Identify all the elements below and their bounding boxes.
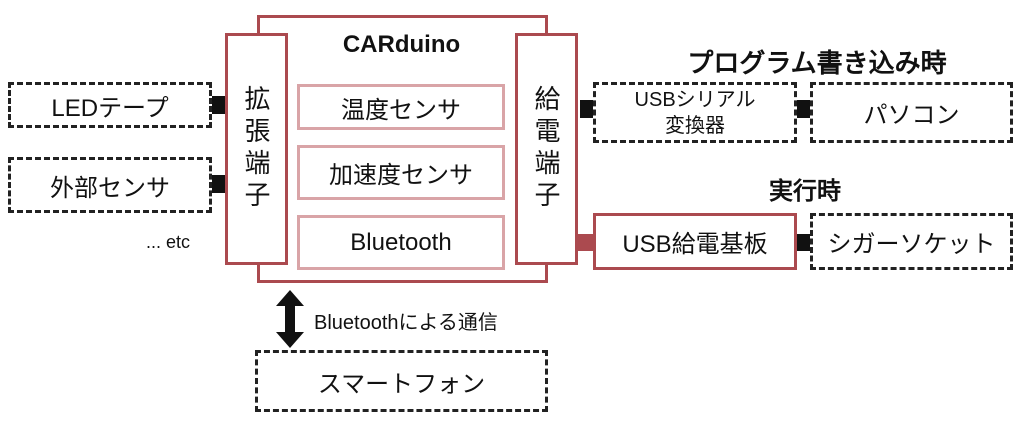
usb-serial-converter-line2: 変換器 [665,114,725,137]
smartphone-label: スマートフォン [317,370,486,398]
external-sensor-connector [212,175,225,193]
module-label: 加速度センサ [329,162,473,189]
cigar-socket-box: シガーソケット [810,213,1013,270]
expansion-terminal: 拡張端子 [225,33,288,265]
external-sensor-box: 外部センサ [8,157,212,213]
runtime-heading: 実行時 [769,178,841,205]
converter-pc-connector [797,100,810,118]
converter-left-connector [580,100,593,118]
pc-box: パソコン [810,82,1013,143]
power-board-left-connector [578,234,593,251]
etc-label: ... etc [146,232,191,252]
pc-label: パソコン [863,102,960,129]
usb-serial-converter-box: USBシリアル 変換器 [593,82,797,143]
module-temperature-sensor: 温度センサ [297,84,505,130]
programming-heading: プログラム書き込み時 [687,48,947,78]
power-terminal-label: 給電端子 [531,85,561,213]
smartphone-box: スマートフォン [255,350,548,412]
led-tape-label: LEDテープ [51,94,169,122]
carduino-title: CARduino [342,31,461,58]
led-tape-connector [212,96,225,114]
power-board-socket-connector [797,234,810,251]
module-acceleration-sensor: 加速度センサ [297,145,505,200]
usb-serial-converter-line1: USBシリアル [634,88,756,111]
usb-power-board-box: USB給電基板 [593,213,797,270]
module-label: Bluetooth [350,228,452,256]
expansion-terminal-label: 拡張端子 [241,85,271,213]
led-tape-box: LEDテープ [8,82,212,128]
external-sensor-label: 外部センサ [50,174,170,202]
usb-power-board-label: USB給電基板 [622,231,768,258]
communication-label: Bluetoothによる通信 [314,312,498,334]
module-bluetooth: Bluetooth [297,215,505,270]
cigar-socket-label: シガーソケット [827,231,996,258]
power-terminal: 給電端子 [515,33,578,265]
double-arrow-icon [276,290,304,348]
module-label: 温度センサ [341,96,461,124]
